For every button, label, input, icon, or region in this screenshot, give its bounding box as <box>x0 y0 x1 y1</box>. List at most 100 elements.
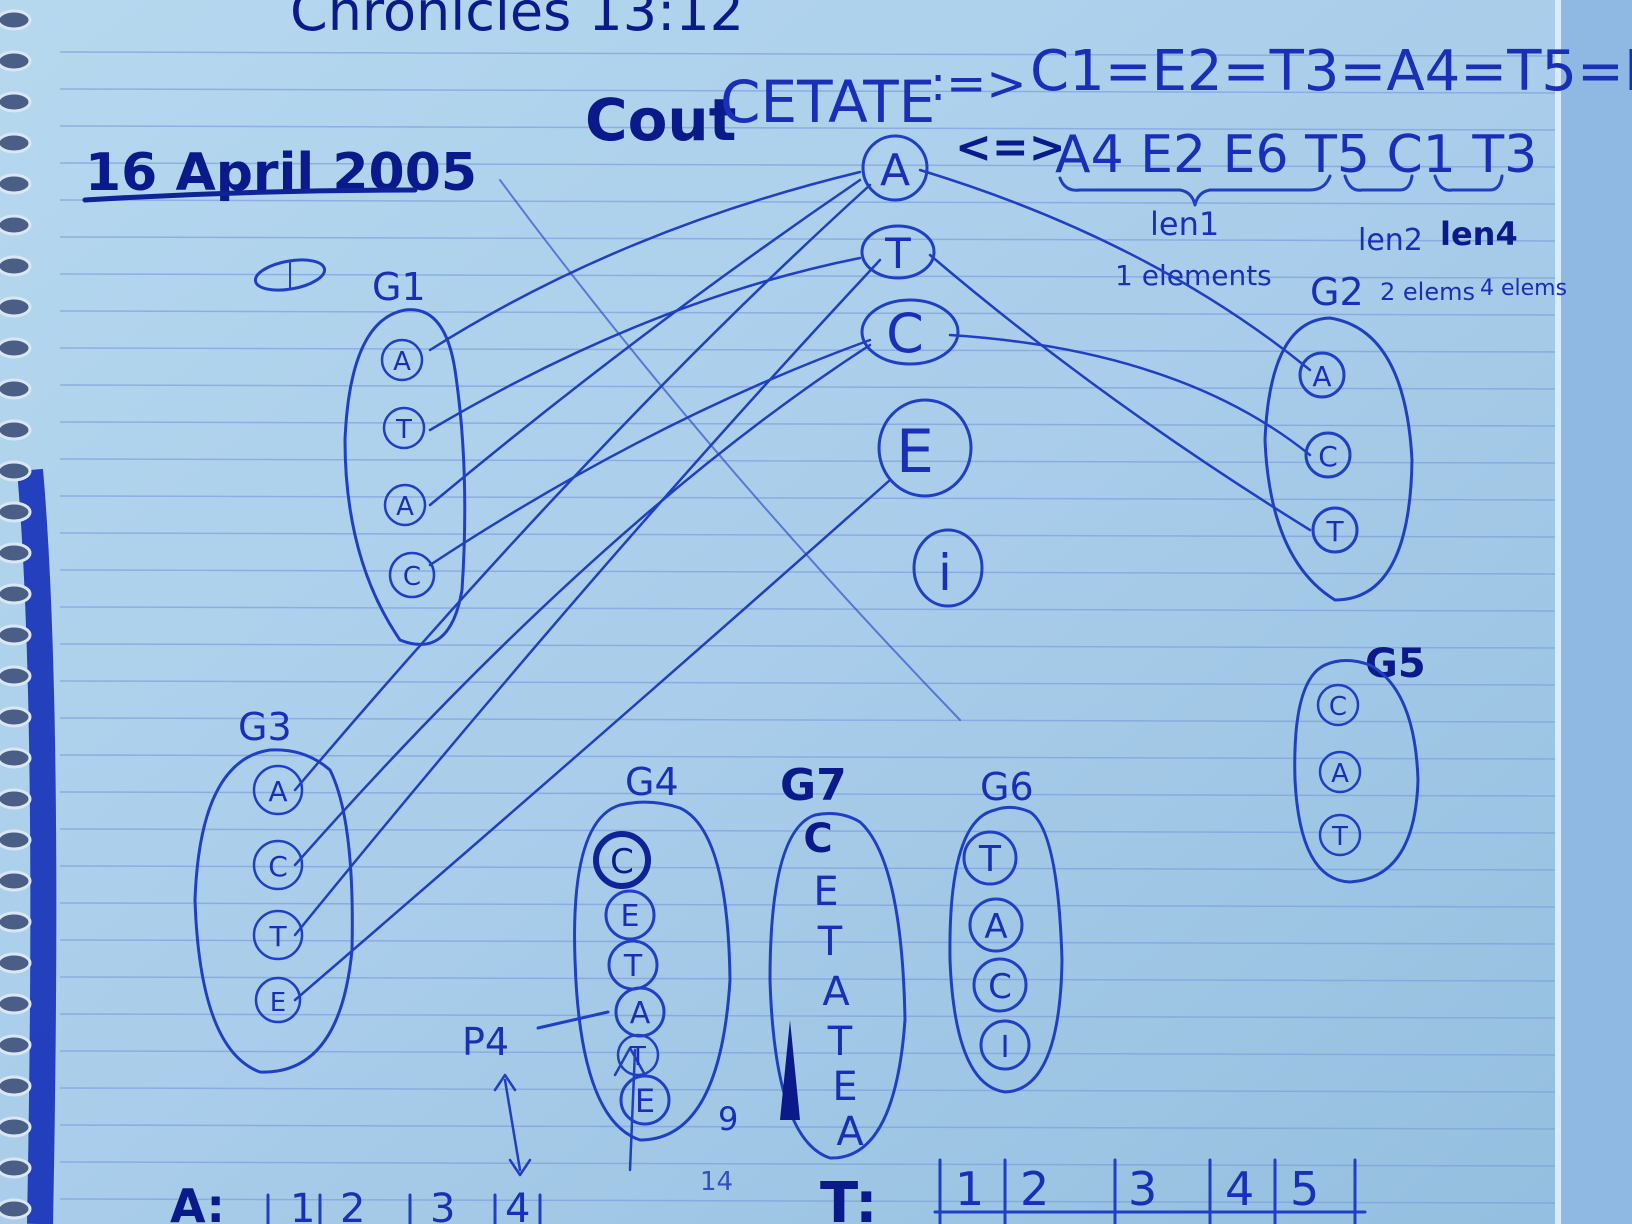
group-g4-label: G4 <box>625 760 679 804</box>
equation: C1=E2=T3=A4=T5=E6 <box>1030 39 1632 104</box>
g6-node-1 <box>962 830 1018 886</box>
line-g1c-to-c <box>428 338 872 567</box>
group-g3-label: G3 <box>238 705 292 749</box>
ruled-line <box>59 1050 1556 1056</box>
g2-node-3-label: T <box>1325 515 1344 548</box>
ruled-line <box>59 717 1556 723</box>
center-nodes: A T C E i <box>860 134 984 608</box>
group-g2: G2 A C T <box>1263 270 1414 602</box>
ruled-line <box>59 606 1556 612</box>
spiral-ring <box>0 419 32 441</box>
ruled-line <box>59 828 1556 834</box>
page-edge-highlight <box>1555 0 1561 1224</box>
g7-letter-6: E <box>832 1064 857 1110</box>
g4-node-1 <box>593 831 651 889</box>
g1-node-1 <box>380 338 424 382</box>
center-node-e-label: E <box>896 417 934 487</box>
g3-node-2-label: C <box>268 850 288 883</box>
g1-node-2 <box>382 406 426 450</box>
line-g3t-to-t <box>293 258 882 937</box>
g3-node-3 <box>252 909 304 961</box>
spiral-ring <box>0 911 32 933</box>
ruled-line <box>59 1013 1556 1019</box>
g4-node-5-label: T <box>629 1042 646 1072</box>
spiral-ring <box>0 378 32 400</box>
bracket-len2 <box>1343 174 1414 192</box>
chronicles-heading: Chronicles 13:12 <box>290 0 744 43</box>
bracket-sublabel-4: 4 elems <box>1480 276 1567 301</box>
ruled-line <box>59 310 1556 316</box>
g4-node-5 <box>616 1033 660 1077</box>
spiral-ring <box>0 1198 32 1220</box>
center-node-i <box>912 528 984 608</box>
spiral-ring <box>0 255 32 277</box>
ruled-line <box>59 902 1556 908</box>
equivalence-symbol: <=> <box>955 122 1066 173</box>
spiral-ring <box>0 706 32 728</box>
group-g4-outline <box>573 800 732 1142</box>
spiral-ring <box>0 788 32 810</box>
group-g2-label: G2 <box>1310 270 1364 314</box>
g3-node-1 <box>252 764 304 816</box>
spiral-ring <box>0 337 32 359</box>
center-node-t <box>860 224 936 280</box>
g7-letter-7: A <box>836 1109 864 1155</box>
ruled-line <box>59 865 1556 871</box>
g2-node-2 <box>1304 431 1352 479</box>
g6-node-3-label: C <box>988 967 1012 1007</box>
group-g1-outline <box>343 308 467 646</box>
bracket-label-len1: len1 <box>1150 205 1219 243</box>
t-cell-3: 3 <box>1128 1162 1157 1216</box>
t-table: T: 1 2 3 4 5 <box>820 1158 1367 1224</box>
group-g2-outline <box>1263 316 1414 602</box>
spiral-ring <box>0 829 32 851</box>
line-g3c-to-c <box>293 343 872 867</box>
bracket-label-len2: len2 <box>1358 223 1423 258</box>
ruled-line <box>59 643 1556 649</box>
line-g3a-to-a <box>293 183 872 792</box>
g3-node-1-label: A <box>268 775 287 808</box>
ruled-line <box>59 162 1556 168</box>
group-g6: G6 T A C I <box>948 765 1064 1094</box>
spiral-ring <box>0 870 32 892</box>
ruled-line <box>59 1198 1556 1204</box>
ruled-line <box>59 88 1556 94</box>
t-cell-1: 1 <box>955 1162 984 1216</box>
spiral-ring <box>0 296 32 318</box>
group-g6-label: G6 <box>980 765 1034 809</box>
center-node-e <box>877 398 973 498</box>
g5-node-1 <box>1316 683 1360 727</box>
spiral-ring <box>0 1157 32 1179</box>
ruled-line <box>59 791 1556 797</box>
g5-node-1-label: C <box>1329 692 1347 722</box>
line-g1a2-to-a <box>428 178 862 507</box>
g7-letter-2: E <box>813 869 838 915</box>
spiral-ring <box>0 214 32 236</box>
spiral-ring <box>0 583 32 605</box>
ruled-line <box>59 199 1556 205</box>
g7-letter-3: T <box>817 919 843 965</box>
g3-node-4 <box>254 976 302 1024</box>
spiral-ring <box>0 624 32 646</box>
arrow-to-g4 <box>628 1048 637 1172</box>
g1-node-3-label: A <box>396 492 414 522</box>
group-g7: G7 C E T A T E A <box>768 760 907 1160</box>
line-g1t-to-t <box>428 256 862 432</box>
ruled-line <box>59 1124 1556 1130</box>
g6-node-2-label: A <box>984 907 1007 947</box>
g6-node-1-label: T <box>978 839 1002 880</box>
p4-arrow-down <box>508 1158 532 1177</box>
line-g3e-to-e <box>293 478 892 1002</box>
g2-node-3 <box>1311 506 1359 554</box>
g6-node-3 <box>972 957 1028 1013</box>
bracket-len1 <box>1058 174 1332 207</box>
center-node-i-label: i <box>938 544 952 602</box>
g6-node-4-label: I <box>1001 1030 1010 1065</box>
oval-doodle <box>253 258 327 292</box>
group-g1: G1 A T A C <box>343 265 467 646</box>
bracket-sublabel-1: 1 elements <box>1115 259 1272 292</box>
g2-node-2-label: C <box>1318 440 1338 473</box>
g1-node-1-label: A <box>393 347 411 377</box>
spiral-ring <box>0 1075 32 1097</box>
group-g7-outline <box>768 812 907 1160</box>
